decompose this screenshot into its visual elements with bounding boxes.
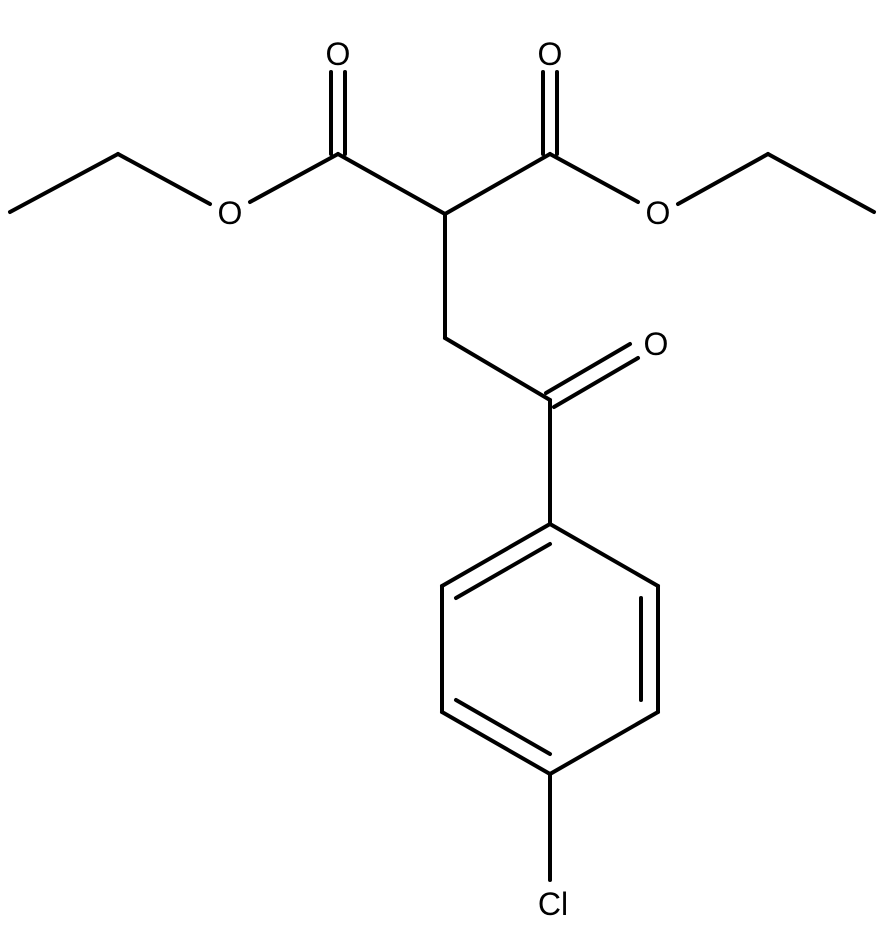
atom-cl: Cl bbox=[538, 886, 568, 922]
bond-ring-4-5-inner bbox=[454, 698, 552, 756]
bond-ethyl-left-ch3-ch2 bbox=[8, 152, 120, 214]
bond-ring-1-2 bbox=[548, 522, 660, 588]
atom-o-ether-right: O bbox=[646, 195, 671, 231]
bond-ring-6-1-inner bbox=[454, 542, 552, 600]
bond-ketone-c-o-double-a bbox=[544, 342, 632, 395]
bond-ethyl-right-o-ch2 bbox=[676, 152, 770, 206]
bond-ester-left-c-ch bbox=[336, 152, 447, 216]
bond-ch-ester-right-c bbox=[443, 152, 552, 216]
bond-ring-6-1 bbox=[440, 522, 552, 588]
atom-o-carbonyl-right: O bbox=[538, 36, 563, 72]
bond-ethyl-right-ch2-ch3 bbox=[766, 152, 876, 214]
atom-o-ketone: O bbox=[644, 326, 669, 362]
bond-ch2-ketone-c bbox=[443, 336, 552, 402]
bond-ethyl-left-ch2-o bbox=[116, 152, 212, 206]
bond-ketone-c-o-double-b bbox=[552, 356, 640, 409]
atom-o-carbonyl-left: O bbox=[326, 36, 351, 72]
bond-ring-4-5 bbox=[440, 710, 552, 776]
bond-ring-3-4 bbox=[548, 710, 660, 776]
bond-ester-right-c-o bbox=[548, 152, 640, 204]
atom-labels: O O O O O Cl bbox=[218, 36, 671, 922]
bonds bbox=[8, 70, 876, 882]
atom-o-ether-left: O bbox=[218, 195, 243, 231]
bond-ester-left-o-c bbox=[248, 152, 340, 204]
